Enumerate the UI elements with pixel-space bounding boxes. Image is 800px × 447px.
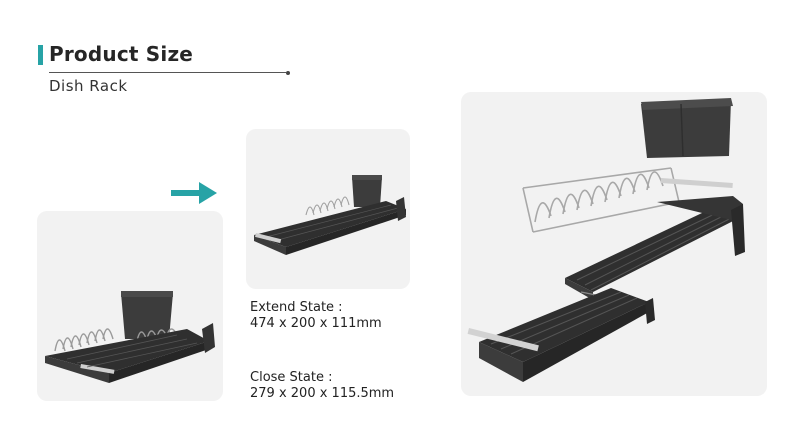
extended-rack-image (246, 129, 410, 289)
close-state-spec: Close State : 279 x 200 x 115.5mm (250, 370, 394, 402)
title-divider (49, 72, 286, 73)
exploded-view-illustration (467, 98, 745, 382)
extend-state-label: Extend State : (250, 300, 343, 315)
arrow-right-icon (171, 182, 217, 204)
close-state-label: Close State : (250, 370, 333, 385)
page-title: Product Size (49, 42, 194, 66)
closed-rack-image (37, 211, 223, 401)
exploded-view-image (461, 92, 767, 396)
extend-state-value: 474 x 200 x 111mm (250, 316, 382, 331)
close-state-value: 279 x 200 x 115.5mm (250, 386, 395, 401)
closed-rack-illustration (45, 291, 215, 383)
title-divider-dot (286, 70, 290, 75)
extend-state-spec: Extend State : 474 x 200 x 111mm (250, 300, 382, 332)
title-accent-bar (38, 45, 43, 65)
extended-rack-illustration (254, 175, 406, 255)
page-subtitle: Dish Rack (49, 77, 128, 95)
